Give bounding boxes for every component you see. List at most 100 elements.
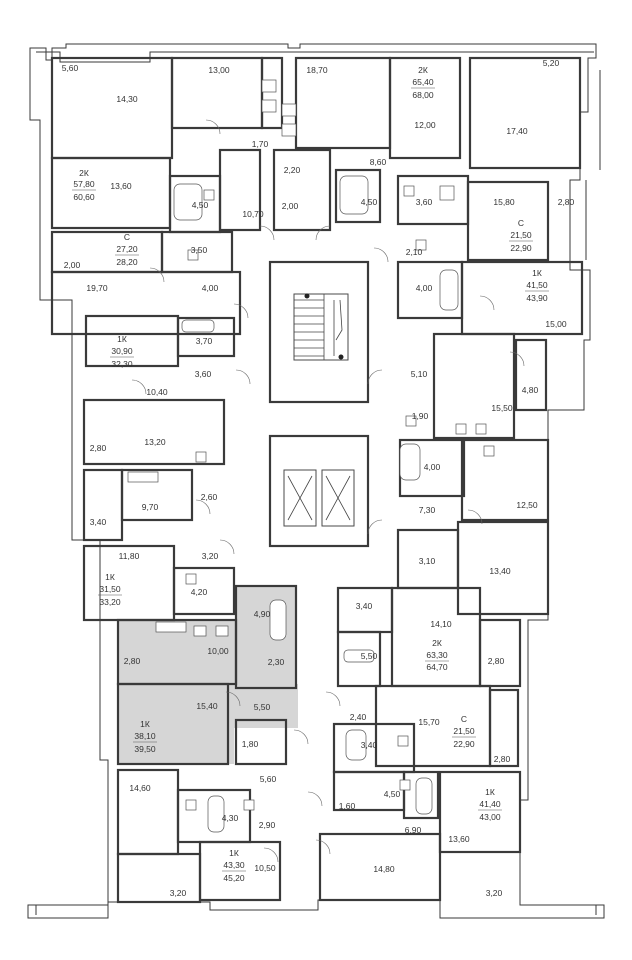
room-label: 2,60 xyxy=(201,492,218,502)
room-label: С xyxy=(518,218,524,228)
room-label: 13,40 xyxy=(489,566,511,576)
room-label: 4,00 xyxy=(424,462,441,472)
room-label: 8,60 xyxy=(370,157,387,167)
room-label: 28,20 xyxy=(116,257,138,267)
room-label: 4,50 xyxy=(384,789,401,799)
room-label: 7,30 xyxy=(419,505,436,515)
building-outline xyxy=(27,43,605,919)
room-label: 19,70 xyxy=(86,283,108,293)
room-label: 3,60 xyxy=(195,369,212,379)
room-label: 2,40 xyxy=(350,712,367,722)
room-labels: 5,60 13,00 18,70 2К 65,40 68,00 5,20 14,… xyxy=(62,58,575,898)
room-label: 2,90 xyxy=(259,820,276,830)
room-label: 5,10 xyxy=(411,369,428,379)
room-label: 2,80 xyxy=(488,656,505,666)
room-label: 27,20 xyxy=(116,244,138,254)
room-label: 4,20 xyxy=(191,587,208,597)
room-label: 3,40 xyxy=(361,740,378,750)
room-label: 5,60 xyxy=(260,774,277,784)
room-label: 3,20 xyxy=(486,888,503,898)
room-label: 2,30 xyxy=(268,657,285,667)
room-label: 1,70 xyxy=(252,139,269,149)
room-label: 1К xyxy=(532,268,542,278)
room-label: 45,20 xyxy=(223,873,245,883)
room-label: 15,50 xyxy=(491,403,513,413)
walls xyxy=(50,56,584,904)
room-label: 65,40 xyxy=(412,77,434,87)
room-label: 6,90 xyxy=(405,825,422,835)
room-label: 14,80 xyxy=(373,864,395,874)
room-label: 4,00 xyxy=(202,283,219,293)
room-label: 14,60 xyxy=(129,783,151,793)
room-label: 33,20 xyxy=(99,597,121,607)
room-label: 3,10 xyxy=(419,556,436,566)
room-label: 31,50 xyxy=(99,584,121,594)
room-label: 5,50 xyxy=(361,651,378,661)
room-label: 43,90 xyxy=(526,293,548,303)
room-label: 3,70 xyxy=(196,336,213,346)
room-label: 4,90 xyxy=(254,609,271,619)
room-label: 10,50 xyxy=(254,863,276,873)
room-label: 12,50 xyxy=(516,500,538,510)
room-label: 1,80 xyxy=(242,739,259,749)
room-label: 15,80 xyxy=(493,197,515,207)
room-label: 13,60 xyxy=(110,181,132,191)
room-label: 15,00 xyxy=(545,319,567,329)
room-label: 1К xyxy=(140,719,150,729)
room-label: 10,00 xyxy=(207,646,229,656)
room-label: 13,60 xyxy=(448,834,470,844)
room-label: 63,30 xyxy=(426,650,448,660)
room-label: 60,60 xyxy=(73,192,95,202)
room-label: 43,30 xyxy=(223,860,245,870)
room-label: 68,00 xyxy=(412,90,434,100)
room-label: 5,50 xyxy=(254,702,271,712)
room-label: 32,30 xyxy=(111,359,133,369)
room-label: 1К xyxy=(105,572,115,582)
room-label: 41,40 xyxy=(479,799,501,809)
room-label: 21,50 xyxy=(453,726,475,736)
room-label: 2К xyxy=(432,638,442,648)
stair-core xyxy=(268,260,370,548)
room-label: 3,20 xyxy=(202,551,219,561)
room-label: 12,00 xyxy=(414,120,436,130)
room-label: 1,60 xyxy=(339,801,356,811)
room-label: 21,50 xyxy=(510,230,532,240)
room-label: 15,70 xyxy=(418,717,440,727)
room-label: 10,40 xyxy=(146,387,168,397)
room-label: 9,70 xyxy=(142,502,159,512)
room-label: 1К xyxy=(485,787,495,797)
room-label: С xyxy=(461,714,467,724)
room-label: 2,10 xyxy=(406,247,423,257)
room-label: 2,80 xyxy=(558,197,575,207)
room-label: 2,20 xyxy=(284,165,301,175)
room-label: 3,60 xyxy=(416,197,433,207)
room-label: 22,90 xyxy=(453,739,475,749)
doors xyxy=(131,119,525,863)
room-label: 3,20 xyxy=(170,888,187,898)
room-label: 5,20 xyxy=(543,58,560,68)
room-label: С xyxy=(124,232,130,242)
room-label: 3,40 xyxy=(356,601,373,611)
room-label: 13,00 xyxy=(208,65,230,75)
room-label: 14,30 xyxy=(116,94,138,104)
room-label: 13,20 xyxy=(144,437,166,447)
label-dividers xyxy=(72,87,549,872)
room-label: 15,40 xyxy=(196,701,218,711)
room-label: 2,80 xyxy=(494,754,511,764)
room-label: 30,90 xyxy=(111,346,133,356)
room-label: 57,80 xyxy=(73,179,95,189)
room-label: 3,40 xyxy=(90,517,107,527)
room-label: 3,50 xyxy=(191,245,208,255)
room-label: 2,80 xyxy=(90,443,107,453)
room-label: 4,50 xyxy=(192,200,209,210)
room-label: 4,50 xyxy=(361,197,378,207)
room-label: 1,90 xyxy=(412,411,429,421)
room-label: 41,50 xyxy=(526,280,548,290)
room-label: 4,30 xyxy=(222,813,239,823)
room-label: 4,80 xyxy=(522,385,539,395)
room-label: 22,90 xyxy=(510,243,532,253)
room-label: 2,00 xyxy=(282,201,299,211)
room-label: 43,00 xyxy=(479,812,501,822)
room-label: 14,10 xyxy=(430,619,452,629)
